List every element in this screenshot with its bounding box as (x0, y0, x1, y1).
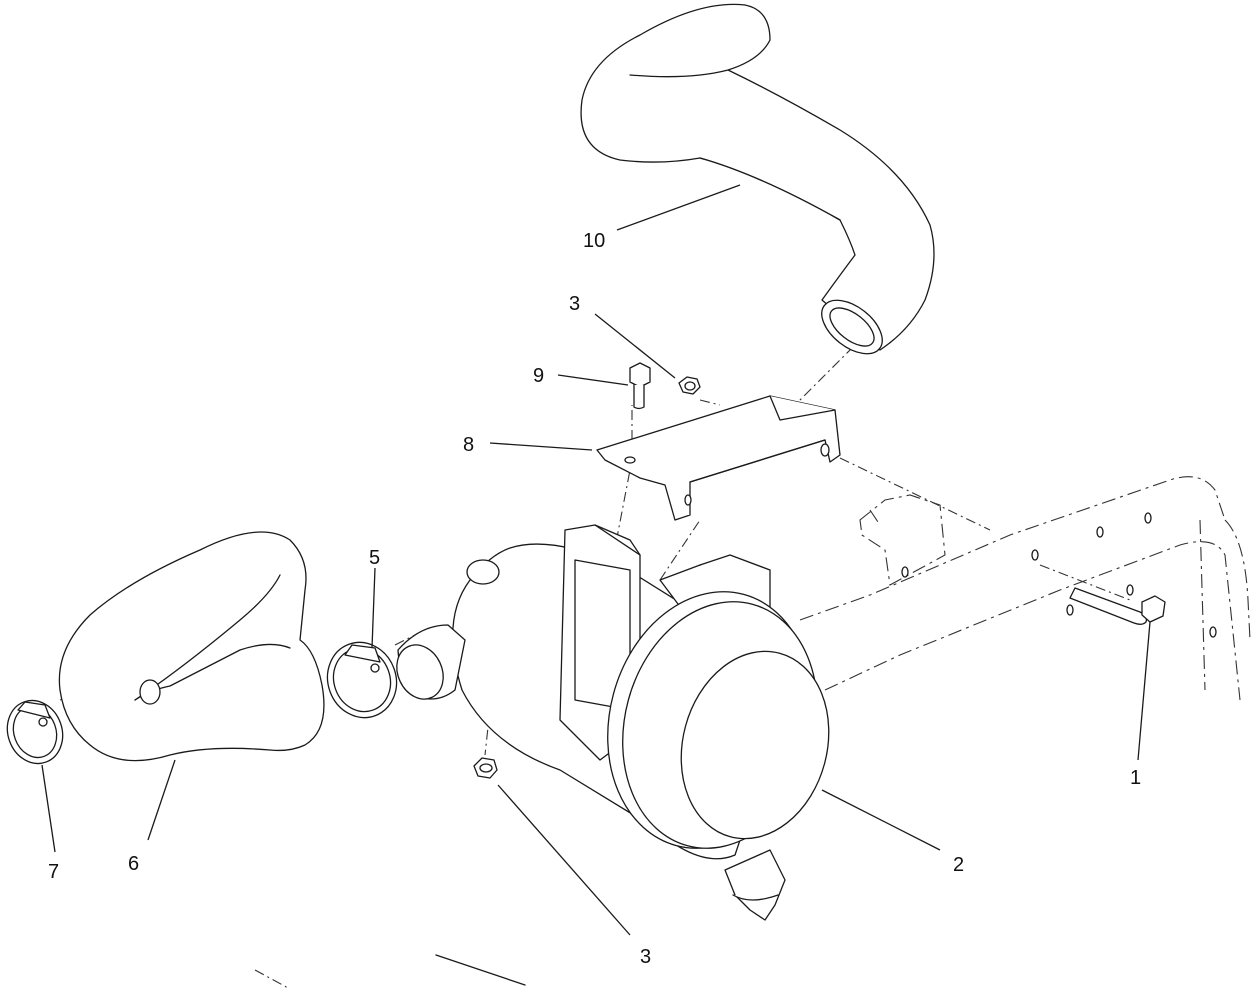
partial-frame-lines (254, 954, 526, 989)
callout-6: 6 (128, 853, 139, 875)
frame-bolt-icon (1069, 587, 1166, 625)
callout-8: 8 (463, 434, 474, 456)
callout-5: 5 (369, 547, 380, 569)
hose-clamp-icon (326, 641, 398, 719)
flange-nut-icon (473, 757, 498, 779)
callout-9: 9 (533, 365, 544, 387)
flange-nut-icon (678, 376, 701, 395)
inlet-hose-icon (580, 3, 935, 355)
callout-1: 1 (1130, 767, 1141, 789)
callout-7: 7 (48, 861, 59, 883)
air-cleaner-icon (396, 524, 830, 921)
intake-hose-icon (58, 531, 325, 762)
callout-3-lower: 3 (640, 946, 651, 968)
callout-labels: 1 2 3 3 5 6 7 8 9 10 (48, 230, 1141, 968)
leader-lines (41, 184, 1151, 936)
callout-3-upper: 3 (569, 293, 580, 315)
callout-10: 10 (583, 230, 605, 252)
mounting-bracket-icon (596, 395, 841, 521)
frame-outline (799, 476, 1251, 701)
bracket-bolt-icon (629, 362, 651, 410)
callout-2: 2 (953, 854, 964, 876)
hose-clamp-icon (6, 699, 64, 765)
